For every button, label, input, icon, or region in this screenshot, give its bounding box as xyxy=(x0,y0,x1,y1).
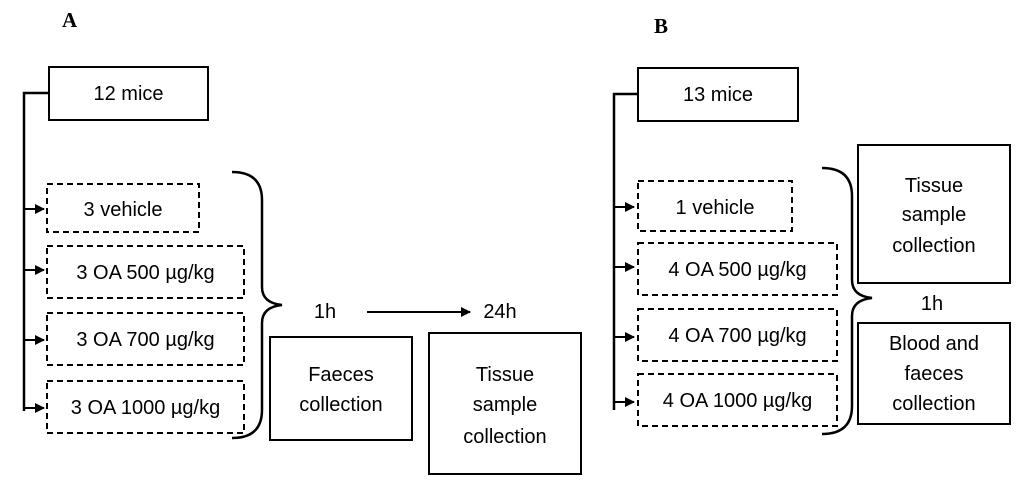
panel-b-blood-line: collection xyxy=(892,393,975,415)
panel-b-root-label: 13 mice xyxy=(683,84,753,106)
panel-a-group-box xyxy=(46,312,245,366)
panel-a-trunk-line xyxy=(22,91,49,411)
panel-a-group-box xyxy=(46,245,245,299)
panel-a-group-label: 3 OA 700 µg/kg xyxy=(76,329,214,351)
panel-a-group-label: 3 vehicle xyxy=(84,199,163,221)
panel-a-group-label: 3 OA 500 µg/kg xyxy=(76,262,214,284)
panel-b-group-label: 4 OA 500 µg/kg xyxy=(668,259,806,281)
panel-a-faeces-box xyxy=(269,336,413,441)
panel-a-group-box xyxy=(46,380,245,434)
panel-b-bracket xyxy=(821,166,873,436)
panel-b-tissue-line: Tissue xyxy=(905,175,963,197)
panel-b-group-label: 1 vehicle xyxy=(676,197,755,219)
panel-b-trunk-line xyxy=(612,92,638,410)
panel-a: A 12 mice 3 vehicle 3 OA 500 µg/kg 3 OA … xyxy=(22,8,582,475)
panel-a-time-start: 1h xyxy=(314,301,336,323)
panel-b-group-box xyxy=(637,242,838,296)
panel-a-tissue-line: Tissue xyxy=(476,364,534,386)
panel-b-group-box xyxy=(637,373,838,427)
panel-b: B 13 mice 1 vehicle 4 OA 500 µg/kg 4 OA … xyxy=(612,14,1011,436)
panel-a-tissue-line: sample xyxy=(473,394,537,416)
panel-b-group-label: 4 OA 1000 µg/kg xyxy=(663,390,812,412)
panel-b-tissue-box xyxy=(857,144,1011,284)
panel-b-group-label: 4 OA 700 µg/kg xyxy=(668,325,806,347)
panel-b-label: B xyxy=(654,14,668,38)
panel-a-faeces-line: collection xyxy=(299,394,382,416)
panel-a-bracket xyxy=(231,170,283,440)
panel-b-group-box xyxy=(637,180,793,232)
panel-b-tissue-line: sample xyxy=(902,204,966,226)
panel-a-time-end: 24h xyxy=(483,301,516,323)
panel-b-root-box xyxy=(637,67,799,122)
panel-a-tissue-box xyxy=(428,332,582,475)
panel-b-blood-box xyxy=(857,322,1011,425)
panel-b-time: 1h xyxy=(921,293,943,315)
panel-b-blood-line: Blood and xyxy=(889,333,979,355)
panel-b-group-box xyxy=(637,308,838,362)
panel-a-root-label: 12 mice xyxy=(93,83,163,105)
panel-a-label: A xyxy=(62,8,78,32)
panel-b-blood-line: faeces xyxy=(905,363,964,385)
panel-a-group-box xyxy=(46,183,200,233)
panel-b-tissue-line: collection xyxy=(892,235,975,257)
panel-a-group-label: 3 OA 1000 µg/kg xyxy=(71,397,220,419)
panel-a-faeces-line: Faeces xyxy=(308,364,374,386)
panel-a-tissue-line: collection xyxy=(463,426,546,448)
